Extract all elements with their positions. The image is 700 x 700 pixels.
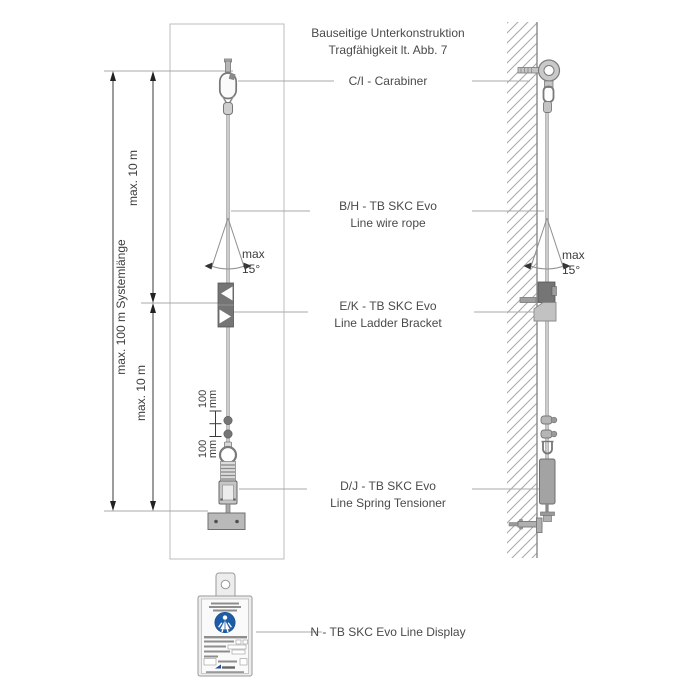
system-length-label: max. 100 m Systemlänge (114, 239, 128, 375)
wall-graphic (507, 22, 538, 558)
deviation-cone-right (523, 217, 571, 270)
angle-label-left: max (242, 247, 265, 261)
tag-header-text-lines (209, 602, 241, 612)
structure-frame (169, 23, 285, 560)
spring-tensioner-graphic (207, 441, 246, 530)
callout-line-display: N - TB SKC Evo Line Display (310, 625, 465, 639)
wall-bracket-graphic (519, 281, 557, 322)
callout-ladder-bracket-line1: E/K - TB SKC Evo (339, 299, 436, 313)
segment-bottom-label: max. 10 m (134, 365, 148, 421)
callout-wire-rope-line2: Line wire rope (350, 216, 426, 230)
tag-form-lines (203, 636, 248, 666)
substructure-note-line2: Tragfähigkeit lt. Abb. 7 (329, 43, 448, 57)
dimension-lines (104, 70, 233, 512)
wall-tensioner-graphic (508, 415, 558, 533)
substructure-note: Bauseitige Unterkonstruktion Tragfähigke… (311, 26, 464, 57)
leader-lines (231, 80, 544, 633)
angle-label-right: max (562, 248, 585, 262)
callout-spring-tensioner-line2: Line Spring Tensioner (330, 496, 446, 510)
dimension-arrows (110, 71, 156, 511)
deviation-cone-left (204, 217, 252, 270)
substructure-note-line1: Bauseitige Unterkonstruktion (311, 26, 464, 40)
offset-top-value: 100 (197, 390, 209, 408)
tag-brand-logo (215, 664, 235, 669)
tag-footer-line (206, 671, 244, 673)
offset-top-unit: mm (207, 390, 219, 408)
offset-bottom-unit: mm (207, 440, 219, 458)
line-display-tag (197, 572, 253, 677)
rope-clamps-left (223, 415, 233, 439)
safety-harness-icon (218, 615, 232, 633)
segment-top-label: max. 10 m (126, 150, 140, 206)
tag-hole (220, 579, 231, 590)
callout-spring-tensioner-line1: D/J - TB SKC Evo (340, 479, 436, 493)
angle-value-left: 15° (242, 262, 260, 276)
callout-ladder-bracket-line2: Line Ladder Bracket (334, 316, 442, 330)
base-plate (207, 512, 246, 530)
eye-bolt-graphic (517, 59, 561, 113)
offset-dimension (209, 410, 222, 437)
offset-bottom-value: 100 (197, 440, 209, 458)
ladder-bracket-graphic (217, 282, 234, 328)
carabiner-graphic (218, 58, 238, 115)
callout-wire-rope-line1: B/H - TB SKC Evo (339, 199, 437, 213)
callout-carabiner: C/I - Carabiner (349, 74, 428, 88)
angle-value-right: 15° (562, 263, 580, 277)
